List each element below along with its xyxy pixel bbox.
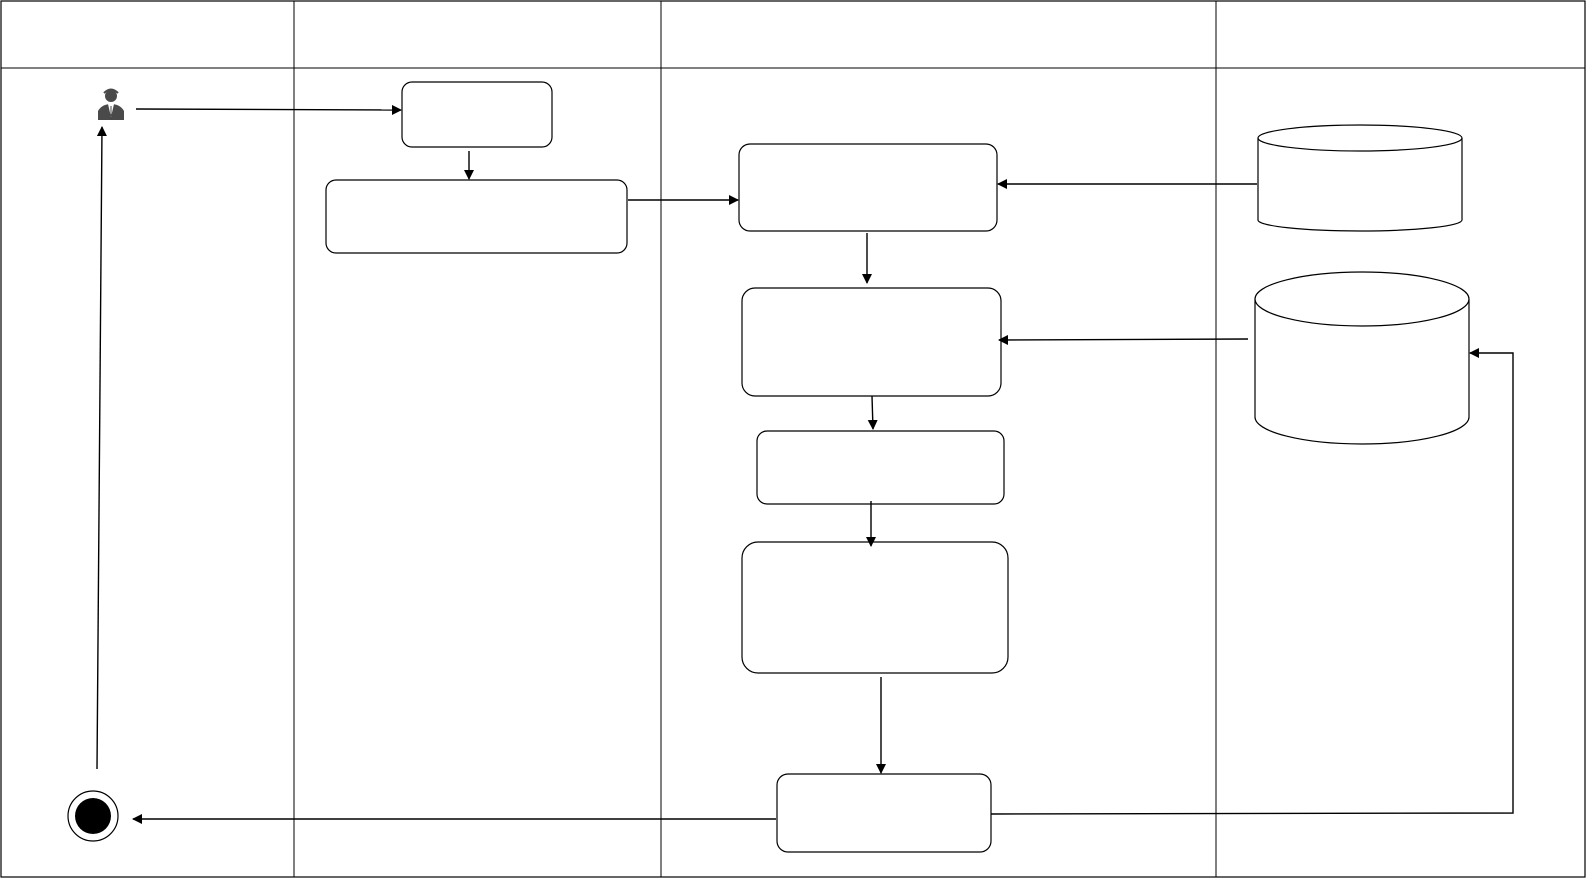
arrow-bottom-box-to-database-2 [990, 348, 1514, 815]
lane3-box-2 [741, 287, 1002, 397]
arrow-actor-to-top-box [135, 104, 402, 115]
database-2 [1254, 271, 1470, 445]
arrow-database-2-to-box-2 [998, 334, 1249, 345]
arrow-box-2-to-box-3 [867, 395, 878, 430]
database-1 [1257, 124, 1463, 232]
user-icon [98, 88, 124, 120]
lane3-bottom-box [776, 773, 992, 853]
lane3-box-1 [738, 143, 998, 232]
lane2-wide-box [325, 179, 628, 254]
lane2-top-box [401, 81, 553, 148]
arrow-end-node-to-actor [96, 126, 107, 770]
lane3-box-3 [756, 430, 1005, 505]
lane3-box-4 [741, 541, 1009, 674]
end-node-icon [67, 790, 119, 842]
